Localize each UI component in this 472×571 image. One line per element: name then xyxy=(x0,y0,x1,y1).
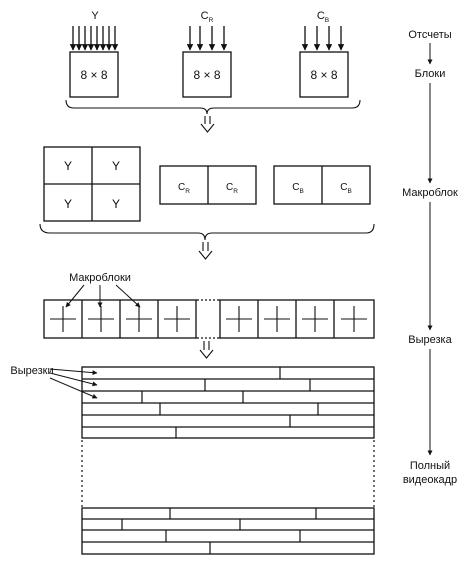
frame-continuation xyxy=(81,440,375,507)
frame-bottom-row-lines xyxy=(82,518,374,543)
hollow-arrow-2 xyxy=(198,242,213,260)
stage-blocks: Блоки xyxy=(415,68,446,80)
luma-block-label: Y xyxy=(64,197,72,211)
slice-strip xyxy=(43,299,375,340)
block-y-sample-arrows xyxy=(69,26,119,51)
slice-left-dividers xyxy=(81,300,335,338)
block-cb-channel-label: CB xyxy=(317,10,329,24)
luma-block-label: Y xyxy=(64,159,72,173)
macroblocks-pointer-arrows xyxy=(65,284,141,308)
frame-bottom-slices xyxy=(81,507,375,555)
stage-slice: Вырезка xyxy=(408,334,452,346)
hollow-arrow-1 xyxy=(200,116,215,133)
hierarchy-column: Отсчеты Блоки Макроблок Вырезка Полный в… xyxy=(402,29,458,486)
block-y: Y 8 × 8 xyxy=(69,10,119,98)
macroblock-cb-group: CB CB xyxy=(273,165,371,205)
block-y-box xyxy=(69,51,119,98)
macroblocks-annotation: Макроблоки xyxy=(69,272,131,284)
cb-block-label: CB xyxy=(292,182,304,195)
brace-blocks xyxy=(65,99,361,115)
stage-macroblock: Макроблок xyxy=(402,187,458,199)
macroblock-cr-group: CR CR xyxy=(159,165,257,205)
frame-top-slices xyxy=(81,366,375,439)
slice-gap xyxy=(197,299,219,340)
slices-pointer-arrows xyxy=(49,368,98,399)
cb-block-label: CB xyxy=(340,182,352,195)
stage-full-frame-line2: видеокадр xyxy=(403,474,457,486)
block-cb: CB 8 × 8 xyxy=(299,10,349,98)
block-cr-channel-label: CR xyxy=(201,10,214,24)
frame-top-row-lines xyxy=(82,378,374,428)
frame-bottom-slice-boundaries xyxy=(121,508,317,554)
cr-block-label: CR xyxy=(226,182,238,195)
slices-annotation: Вырезки xyxy=(10,365,53,377)
block-cb-box xyxy=(299,51,349,98)
block-y-size: 8 × 8 xyxy=(80,68,107,82)
frame-top-slice-boundaries xyxy=(141,367,319,438)
block-cr: CR 8 × 8 xyxy=(182,10,232,98)
macroblock-luma-group: Y Y Y Y xyxy=(43,146,141,222)
block-cb-size: 8 × 8 xyxy=(310,68,337,82)
brace-macroblock xyxy=(39,223,375,241)
block-y-channel-label: Y xyxy=(91,10,99,22)
frame-bottom-outline xyxy=(81,507,375,555)
block-cb-sample-arrows xyxy=(301,26,345,51)
cr-block-label: CR xyxy=(178,182,190,195)
block-cr-size: 8 × 8 xyxy=(193,68,220,82)
luma-block-label: Y xyxy=(112,159,120,173)
luma-block-label: Y xyxy=(112,197,120,211)
block-cr-sample-arrows xyxy=(186,26,228,51)
block-cr-box xyxy=(182,51,232,98)
stage-full-frame-line1: Полный xyxy=(410,460,450,472)
macroblock-crosses xyxy=(50,306,367,332)
hollow-arrow-3 xyxy=(199,341,214,359)
stage-samples: Отсчеты xyxy=(408,29,451,41)
